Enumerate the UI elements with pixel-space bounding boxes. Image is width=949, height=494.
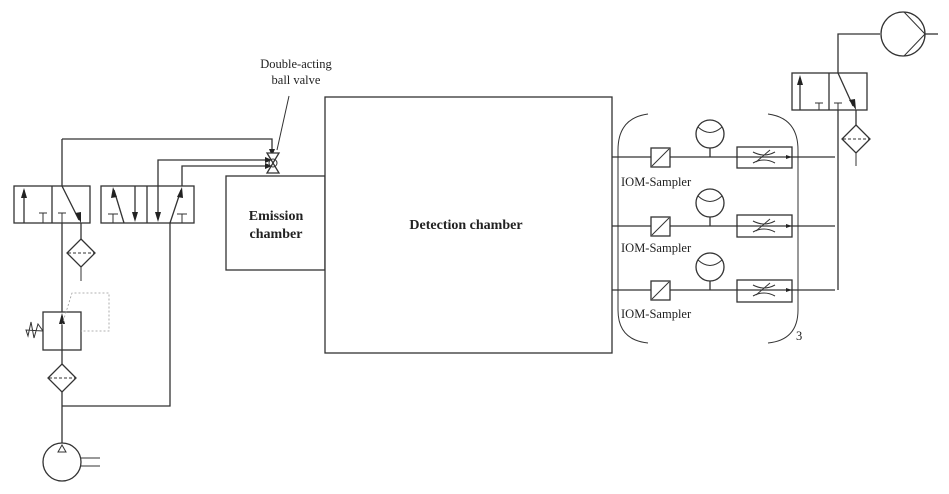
sampler-row-1: IOM-Sampler bbox=[612, 119, 835, 189]
emission-chamber: Emission chamber bbox=[225, 175, 326, 271]
emission-chamber-label-1: Emission bbox=[249, 209, 304, 224]
line-5-2-b bbox=[181, 165, 268, 186]
ball-valve-pointer bbox=[276, 95, 290, 151]
double-acting-ball-valve bbox=[265, 152, 281, 174]
filter-right bbox=[841, 124, 871, 154]
vacuum-pump bbox=[880, 11, 938, 57]
compressor bbox=[42, 442, 100, 482]
ball-valve-label-1: Double-acting bbox=[260, 57, 332, 71]
valve-3-2-left bbox=[13, 185, 91, 224]
multiplicity-label: 3 bbox=[796, 329, 802, 343]
line-5-2-a bbox=[157, 159, 268, 186]
sampler-row-2: IOM-Sampler bbox=[612, 188, 835, 255]
line-to-pump bbox=[837, 33, 880, 73]
line-top-to-ballvalve bbox=[62, 138, 273, 152]
ball-valve-label-2: ball valve bbox=[272, 73, 321, 87]
flow-meter-2 bbox=[695, 188, 725, 218]
filter-inlet bbox=[47, 363, 77, 393]
filter-left bbox=[66, 238, 96, 268]
emission-chamber-label-2: chamber bbox=[250, 227, 303, 242]
flow-control-valve-3 bbox=[736, 279, 793, 303]
sampler-row-3: IOM-Sampler bbox=[612, 252, 835, 321]
detection-chamber-label: Detection chamber bbox=[409, 218, 522, 233]
pressure-regulator bbox=[25, 292, 110, 351]
sampler-label-1: IOM-Sampler bbox=[621, 175, 692, 189]
flow-meter-3 bbox=[695, 252, 725, 282]
flow-meter-1 bbox=[695, 119, 725, 149]
detection-chamber: Detection chamber bbox=[324, 96, 613, 354]
sampler-label-3: IOM-Sampler bbox=[621, 307, 692, 321]
supply-branch-line bbox=[62, 222, 171, 407]
valve-5-2 bbox=[100, 185, 195, 224]
sampler-group-bracket: 3 bbox=[617, 113, 802, 344]
valve-3-2-right bbox=[791, 72, 868, 111]
sampler-label-2: IOM-Sampler bbox=[621, 241, 692, 255]
